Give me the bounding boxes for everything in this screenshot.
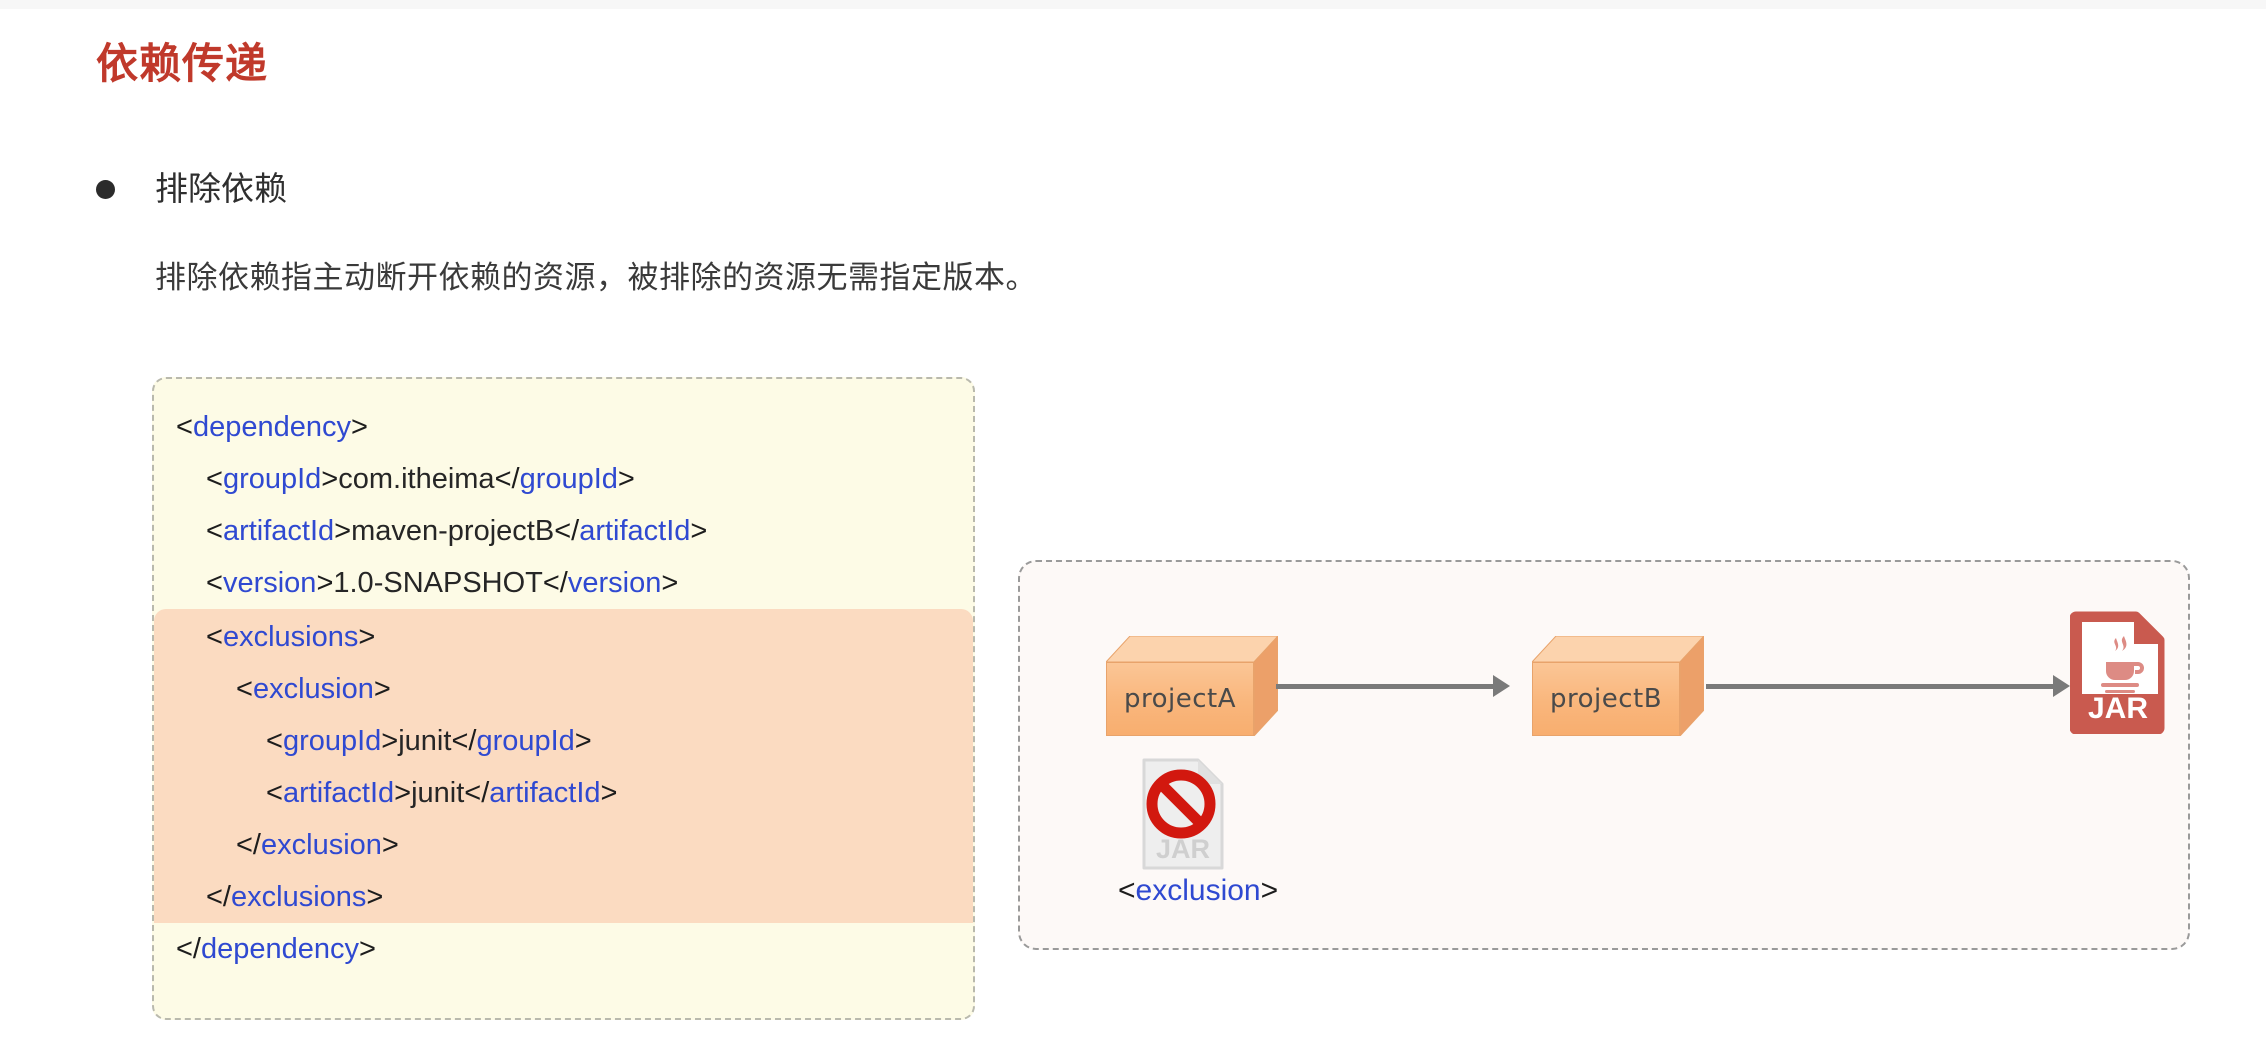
code-line: <groupId>junit</groupId> — [154, 715, 973, 767]
code-token-tag: groupId — [282, 725, 382, 757]
blocked-jar-file-icon: JAR — [1140, 758, 1226, 875]
code-token-brk: > — [321, 463, 339, 495]
arrow-projecta-to-projectb — [1276, 684, 1496, 689]
code-token-brk: > — [359, 933, 376, 965]
bullet-item-label: 排除依赖 — [155, 170, 287, 207]
arrow-head-icon — [1493, 675, 1510, 697]
code-token-tag: groupId — [519, 463, 618, 495]
code-token-tag: version — [222, 567, 317, 599]
prohibition-icon — [1146, 769, 1216, 839]
code-token-brk: < — [206, 567, 223, 599]
page-title: 依赖传递 — [96, 40, 269, 87]
code-token-tag: artifactId — [222, 515, 335, 547]
code-token-brk: </ — [236, 829, 261, 861]
diagram-node-label: projectA — [1123, 684, 1237, 714]
code-token-brk: < — [206, 621, 223, 653]
code-token-brk: > — [350, 411, 368, 443]
diagram-node-projecta: projectA — [1106, 636, 1278, 736]
iso-box-front-face — [1532, 662, 1680, 736]
exclusion-caption: <exclusion> — [1118, 874, 1278, 908]
code-token-tag: dependency — [192, 411, 351, 443]
caption-token-tag: exclusion — [1135, 874, 1261, 907]
bullet-item: 排除依赖 — [96, 168, 287, 211]
code-token-brk: > — [373, 673, 391, 705]
code-token-val: junit — [398, 725, 452, 757]
jar-file-label: JAR — [2088, 692, 2148, 725]
code-token-tag: artifactId — [579, 515, 691, 547]
code-line: <version>1.0-SNAPSHOT</version> — [154, 557, 973, 609]
code-token-brk: < — [266, 777, 283, 809]
arrow-projectb-to-jar — [1706, 684, 2056, 689]
code-token-brk: < — [206, 515, 223, 547]
code-token-val: 1.0-SNAPSHOT — [333, 567, 543, 599]
code-token-tag: exclusion — [252, 673, 374, 705]
code-line: </dependency> — [154, 923, 973, 975]
blocked-jar-label: JAR — [1156, 834, 1210, 864]
code-token-tag: artifactId — [489, 777, 601, 809]
code-token-tag: groupId — [476, 725, 575, 757]
diagram-node-label: projectB — [1549, 684, 1663, 714]
code-block: <dependency><groupId>com.itheima</groupI… — [152, 377, 975, 1020]
code-token-brk: < — [206, 463, 223, 495]
code-token-tag: version — [567, 567, 662, 599]
code-token-brk: </ — [464, 777, 490, 809]
code-token-tag: artifactId — [282, 777, 395, 809]
code-token-brk: < — [236, 673, 253, 705]
code-line: </exclusion> — [154, 819, 973, 871]
code-line: <artifactId>junit</artifactId> — [154, 767, 973, 819]
code-region: <dependency><groupId>com.itheima</groupI… — [154, 401, 973, 609]
code-token-brk: </ — [451, 725, 477, 757]
code-token-brk: > — [600, 777, 618, 809]
code-token-brk: </ — [206, 881, 231, 913]
code-token-val: maven-projectB — [351, 515, 555, 547]
body-paragraph: 排除依赖指主动断开依赖的资源，被排除的资源无需指定版本。 — [155, 260, 1037, 295]
code-token-brk: > — [661, 567, 679, 599]
diagram-panel: projectA projectB — [1018, 560, 2190, 950]
code-token-brk: </ — [494, 463, 520, 495]
jar-file-icon: JAR — [2069, 610, 2166, 739]
code-token-brk: > — [334, 515, 352, 547]
code-token-tag: exclusion — [261, 829, 382, 861]
code-token-tag: dependency — [201, 933, 360, 965]
code-line: <exclusion> — [154, 663, 973, 715]
code-line: <groupId>com.itheima</groupId> — [154, 453, 973, 505]
code-highlight-region: <exclusions><exclusion><groupId>junit</g… — [154, 609, 973, 923]
code-token-brk: </ — [542, 567, 568, 599]
top-strip — [0, 0, 2266, 9]
code-token-brk: > — [394, 777, 412, 809]
code-line: <exclusions> — [154, 609, 973, 663]
code-token-brk: > — [617, 463, 635, 495]
diagram-node-projectb: projectB — [1532, 636, 1704, 736]
code-token-brk: > — [381, 829, 399, 861]
code-token-brk: > — [381, 725, 399, 757]
code-token-brk: > — [358, 621, 376, 653]
code-token-brk: > — [366, 881, 384, 913]
code-token-brk: > — [574, 725, 592, 757]
code-token-tag: exclusions — [222, 621, 359, 653]
code-token-brk: > — [316, 567, 334, 599]
code-line: </exclusions> — [154, 871, 973, 923]
iso-box-front-face — [1106, 662, 1254, 736]
code-token-brk: < — [176, 411, 193, 443]
code-line: <dependency> — [154, 401, 973, 453]
arrow-head-icon — [2053, 675, 2070, 697]
code-token-brk: </ — [554, 515, 580, 547]
code-token-brk: > — [690, 515, 708, 547]
code-token-val: junit — [411, 777, 465, 809]
code-token-tag: exclusions — [231, 881, 367, 913]
code-token-brk: </ — [176, 933, 201, 965]
code-token-tag: groupId — [222, 463, 322, 495]
code-line: <artifactId>maven-projectB</artifactId> — [154, 505, 973, 557]
code-region: </dependency> — [154, 923, 973, 975]
bullet-dot-icon — [96, 179, 115, 199]
code-token-val: com.itheima — [338, 463, 495, 495]
code-token-brk: < — [266, 725, 283, 757]
caption-token-brk: > — [1260, 874, 1279, 907]
caption-token-brk: < — [1118, 874, 1136, 907]
